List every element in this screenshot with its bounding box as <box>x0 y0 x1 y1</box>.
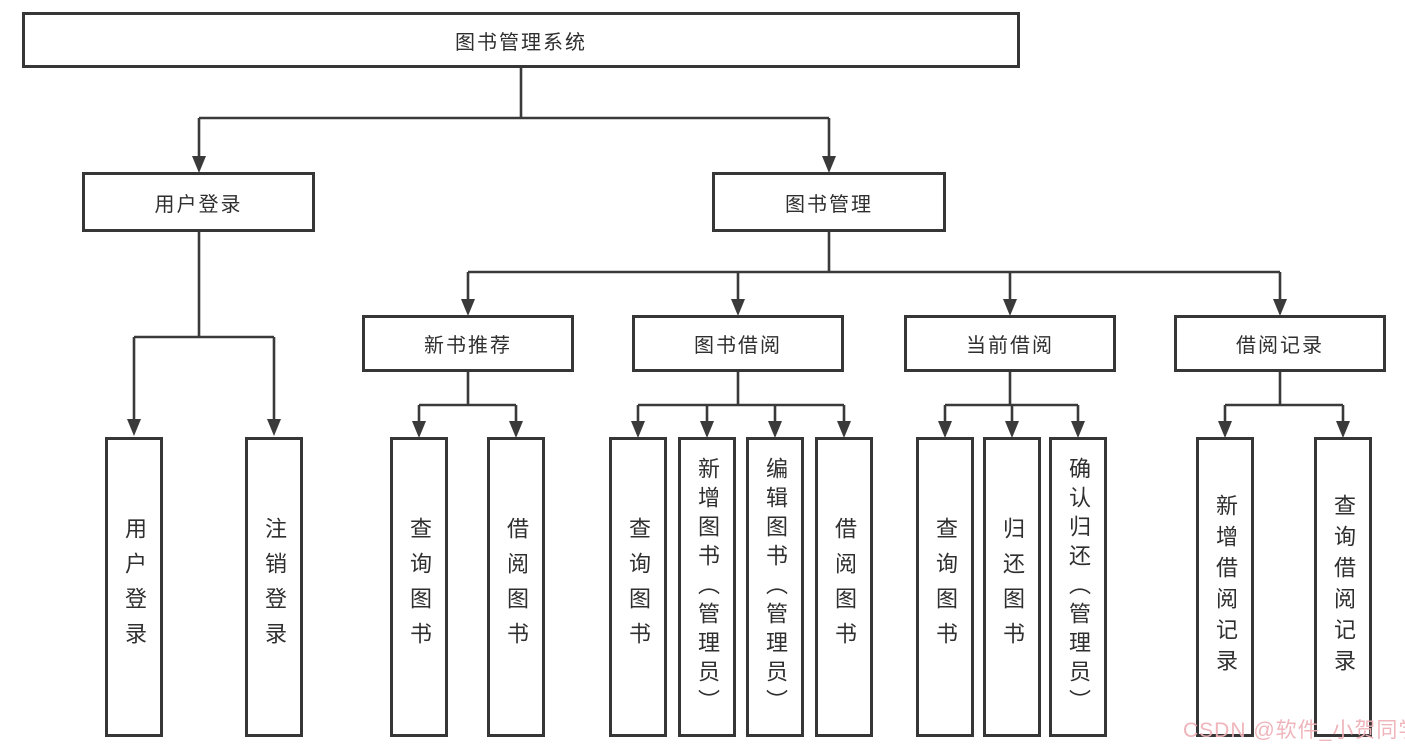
leaf-return-book-label: 归还图书 <box>1000 517 1025 657</box>
node-new-book-recommend: 新书推荐 <box>362 315 574 372</box>
csdn-watermark: CSDN @软件_小贺同学 <box>1183 719 1405 742</box>
leaf-return-book: 归还图书 <box>983 437 1041 737</box>
leaf-borrow-book-recommend: 借阅图书 <box>487 437 545 737</box>
leaf-query-book-current: 查询图书 <box>916 437 974 737</box>
leaf-logout-label: 注销登录 <box>262 517 287 657</box>
node-root: 图书管理系统 <box>22 12 1020 68</box>
node-root-label: 图书管理系统 <box>455 31 587 54</box>
leaf-query-book-recommend: 查询图书 <box>390 437 448 737</box>
leaf-edit-book-admin: 编辑图书（管理员） <box>746 437 804 737</box>
leaf-add-borrow-record: 新增借阅记录 <box>1196 437 1254 737</box>
node-user-login: 用户登录 <box>82 172 315 232</box>
node-book-management: 图书管理 <box>712 172 946 232</box>
leaf-query-book-borrow: 查询图书 <box>609 437 667 737</box>
leaf-confirm-return-admin: 确认归还（管理员） <box>1049 437 1107 737</box>
leaf-add-book-admin-label: 新增图书（管理员） <box>695 456 720 718</box>
leaf-borrow-book-recommend-label: 借阅图书 <box>504 517 529 657</box>
node-current-borrow-label: 当前借阅 <box>966 335 1054 357</box>
node-book-management-label: 图书管理 <box>785 193 873 216</box>
leaf-edit-book-admin-label: 编辑图书（管理员） <box>763 456 788 718</box>
node-book-borrow: 图书借阅 <box>632 315 844 372</box>
node-book-borrow-label: 图书借阅 <box>694 335 782 357</box>
leaf-add-borrow-record-label: 新增借阅记录 <box>1213 494 1238 680</box>
leaf-add-book-admin: 新增图书（管理员） <box>678 437 736 737</box>
leaf-confirm-return-admin-label: 确认归还（管理员） <box>1066 456 1091 718</box>
leaf-user-login-label: 用户登录 <box>122 517 147 657</box>
leaf-borrow-book: 借阅图书 <box>815 437 873 737</box>
leaf-query-book-current-label: 查询图书 <box>933 517 958 657</box>
node-borrow-record: 借阅记录 <box>1174 315 1386 372</box>
node-user-login-label: 用户登录 <box>154 193 243 216</box>
leaf-logout: 注销登录 <box>245 437 303 737</box>
node-new-book-recommend-label: 新书推荐 <box>424 335 512 357</box>
node-current-borrow: 当前借阅 <box>904 315 1116 372</box>
node-borrow-record-label: 借阅记录 <box>1236 335 1324 357</box>
leaf-borrow-book-label: 借阅图书 <box>832 517 857 657</box>
leaf-query-borrow-record-label: 查询借阅记录 <box>1331 494 1356 680</box>
leaf-user-login: 用户登录 <box>105 437 163 737</box>
leaf-query-book-borrow-label: 查询图书 <box>626 517 651 657</box>
leaf-query-borrow-record: 查询借阅记录 <box>1314 437 1372 737</box>
leaf-query-book-recommend-label: 查询图书 <box>407 517 432 657</box>
